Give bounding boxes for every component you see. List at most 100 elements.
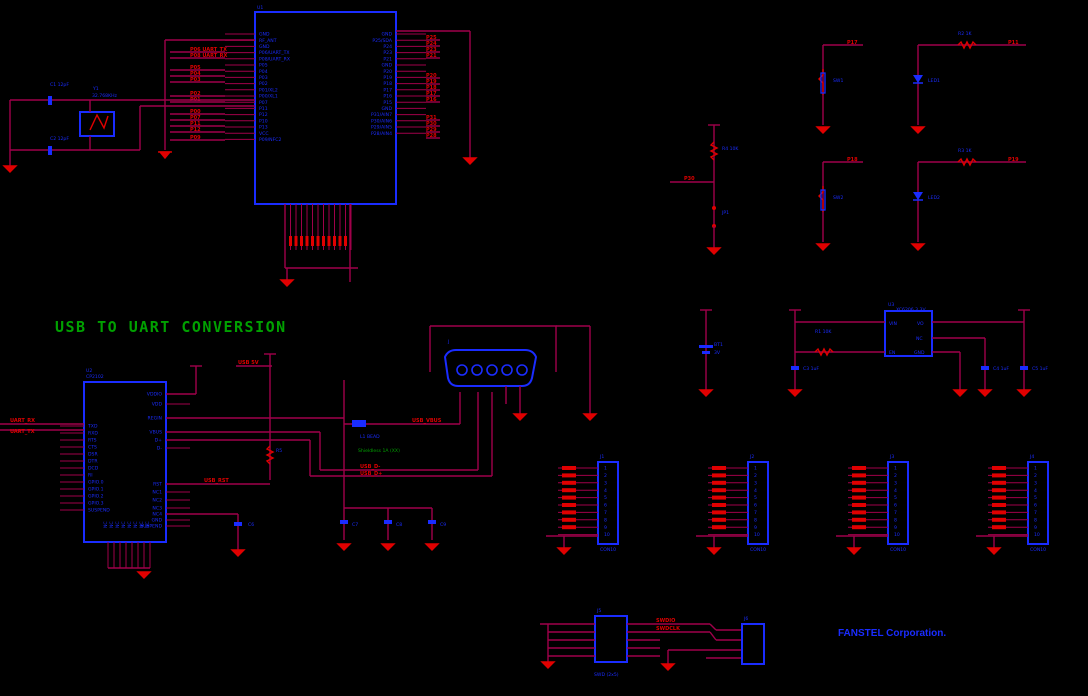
svg-text:3: 3	[754, 480, 757, 486]
regulator-ref: U3	[888, 302, 894, 308]
svg-text:5: 5	[1034, 495, 1037, 501]
usb-chip-left-pins: TXDRXDRTSCTSDSRDTRDCDRIGPIO.0GPIO.1GPIO.…	[60, 424, 110, 514]
svg-text:NC: NC	[121, 521, 127, 528]
swdio-net: SWDIO	[656, 618, 675, 624]
crystal-c1-label: C1 12pF	[50, 82, 69, 88]
svg-text:9: 9	[604, 525, 607, 531]
mcu-left-net: P07	[190, 115, 201, 121]
cap-c7: C7	[352, 522, 358, 528]
mcu-right-pin: P28/AIN4	[371, 131, 392, 137]
svg-text:3: 3	[604, 480, 607, 486]
svg-text:4: 4	[754, 488, 757, 494]
svg-text:VIN: VIN	[889, 321, 897, 327]
svg-text:P18: P18	[847, 157, 858, 163]
svg-text:P11: P11	[1008, 40, 1019, 46]
mcu-left-pin: P05	[259, 63, 268, 69]
mcu-left-net: P05	[190, 65, 201, 71]
jumper-ref: JP1	[721, 210, 729, 216]
mcu-left-pin: GND	[259, 32, 270, 38]
cap-c9: C9	[440, 522, 446, 528]
svg-text:VO: VO	[917, 321, 924, 327]
usb-jack-shell	[443, 349, 538, 387]
mcu-right-net: P23	[426, 47, 437, 53]
svg-text:7: 7	[894, 510, 897, 516]
mcu-left-pin: P11	[259, 106, 268, 112]
usb-right-pin: NC4	[152, 512, 162, 518]
svg-text:10: 10	[1034, 532, 1040, 538]
mcu-right-pin: GND	[381, 106, 392, 112]
section-title: USB TO UART CONVERSION	[55, 318, 287, 336]
mcu-right-pin: GND	[381, 63, 392, 69]
usb-left-pin: DSR	[88, 452, 98, 458]
uart-rx-net: UART_RX	[10, 418, 35, 424]
usb-right-pin: D+	[155, 438, 163, 444]
ferrite-bead	[352, 420, 366, 427]
mcu-left-net: P12	[190, 127, 201, 133]
mcu-right-net: P25	[426, 35, 437, 41]
crystal-y1	[79, 111, 115, 137]
mcu-left-pin: P04	[259, 69, 268, 75]
usb-left-pin: DCD	[88, 466, 99, 472]
svg-text:3: 3	[1034, 480, 1037, 486]
usb-left-pin: RTS	[88, 438, 97, 444]
mcu-left-pin: GND	[259, 44, 270, 50]
usb-connector-ref: J	[447, 339, 449, 345]
usb-chip-ref: U2	[86, 368, 92, 374]
svg-text:SW2: SW2	[833, 195, 843, 201]
mcu-right-net: P28	[426, 133, 437, 139]
mcu-right-pin: P16	[383, 94, 392, 100]
svg-text:2: 2	[604, 473, 607, 479]
usb-chip-name: CP2102	[86, 374, 104, 380]
usb-power-nets: USB 5V R5 USB_RST C6 L1 BEAD USB_VBUS Sh…	[166, 353, 493, 557]
svg-text:8: 8	[604, 517, 607, 523]
svg-text:2: 2	[1034, 473, 1037, 479]
mcu-left-pin: P10	[259, 118, 268, 124]
mcu-left-pin: P07	[259, 100, 268, 106]
svg-text:CON10: CON10	[750, 547, 766, 553]
mcu-right-net: P24	[426, 41, 437, 47]
svg-text:NC: NC	[109, 521, 115, 528]
svg-text:CON10: CON10	[890, 547, 906, 553]
ferrite-note: Shieldless 1A (XX)	[358, 448, 400, 454]
svg-text:6: 6	[754, 503, 757, 509]
battery-value: 3V	[714, 350, 721, 356]
usb-chip-body	[83, 381, 167, 543]
svg-text:8: 8	[754, 517, 757, 523]
swd-conn-ref: J6	[743, 616, 748, 622]
svg-text:6: 6	[1034, 503, 1037, 509]
mcu-left-net: P00	[190, 109, 201, 115]
svg-text:NC: NC	[103, 521, 109, 528]
mcu-left-net: P03	[190, 77, 201, 83]
pin-headers: J1CON1012345678910J2CON1012345678910J3CO…	[546, 454, 1049, 555]
debug-header-body	[594, 615, 628, 663]
mcu-left-pin: RF_ANT	[259, 38, 277, 44]
cap-c8: C8	[396, 522, 402, 528]
svg-text:EN: EN	[889, 350, 895, 356]
mcu-right-net: P16	[426, 97, 437, 103]
svg-text:NC: NC	[133, 521, 139, 528]
svg-text:2: 2	[894, 473, 897, 479]
svg-text:7: 7	[604, 510, 607, 516]
usb-left-pin: TXD	[87, 424, 98, 430]
usb-right-pin: NC3	[152, 506, 162, 512]
mcu-right-pin: P24	[383, 44, 392, 50]
mcu-left-pins: GNDRF_ANTGNDP06/UART_TXP08/UART_RXP05P04…	[170, 32, 290, 143]
usb-right-pin: D-	[157, 446, 163, 452]
usb-left-pin: GPIO.3	[88, 501, 104, 507]
mcu-left-net: P04	[190, 71, 201, 77]
regulator-cap3: C5 1uF	[1032, 366, 1048, 372]
usb-5v-net: USB 5V	[238, 360, 259, 366]
mcu-left-net: P11	[190, 121, 201, 127]
mcu-right-pin: P21	[383, 56, 392, 62]
mcu-left-pin: P02	[259, 81, 268, 87]
battery-ref: BT1	[714, 342, 723, 348]
svg-text:1: 1	[1034, 466, 1037, 472]
usb-right-pin: SUSPEND	[140, 524, 162, 530]
usb-left-pin: RI	[88, 473, 93, 479]
mcu-ref: U1	[257, 5, 263, 11]
debug-label: SWD (2x5)	[594, 672, 619, 678]
svg-text:10: 10	[604, 532, 610, 538]
